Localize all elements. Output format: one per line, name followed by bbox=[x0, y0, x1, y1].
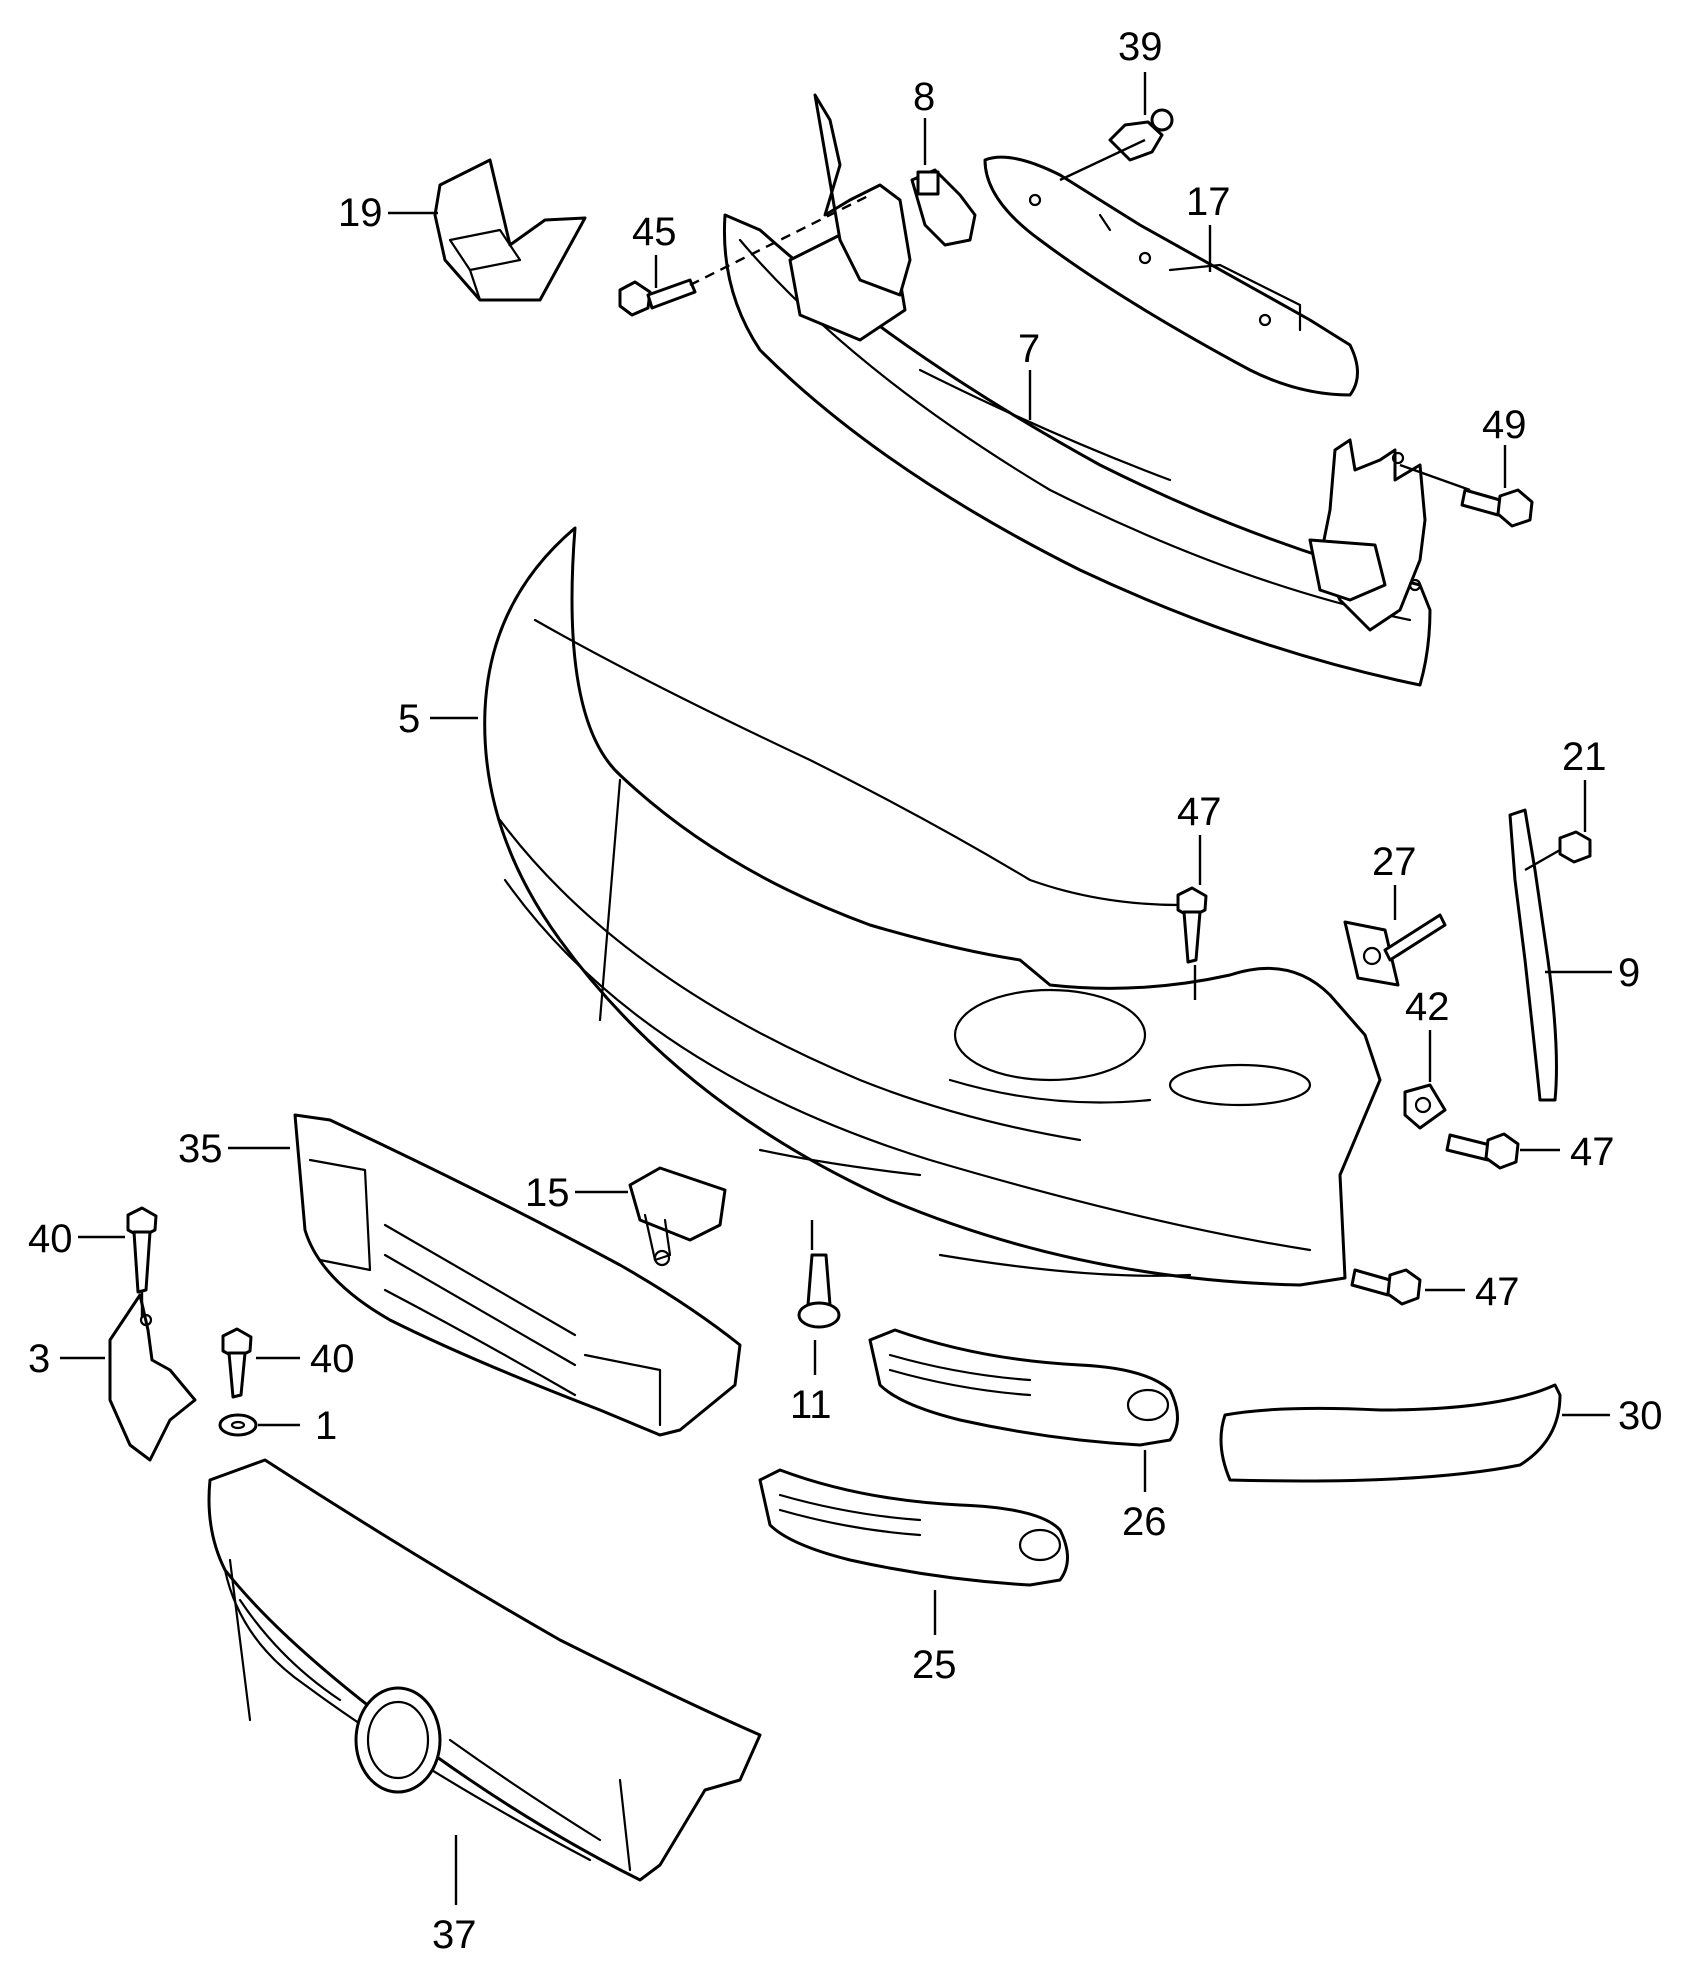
callout-35: 35 bbox=[178, 1127, 223, 1171]
part-47-bolt-upper bbox=[1176, 886, 1208, 964]
callout-19: 19 bbox=[338, 191, 383, 235]
callout-39: 39 bbox=[1118, 25, 1163, 69]
callout-47-right: 47 bbox=[1570, 1130, 1615, 1174]
part-9-guide-strip bbox=[1508, 808, 1558, 1102]
callout-5: 5 bbox=[398, 697, 420, 741]
part-47-bolt-right bbox=[1445, 1132, 1520, 1170]
part-27-stud-plate bbox=[1343, 913, 1447, 987]
part-35-lower-grille bbox=[293, 1113, 742, 1437]
callout-40-left: 40 bbox=[28, 1217, 73, 1261]
part-15-bracket bbox=[628, 1166, 727, 1267]
part-5-bumper-cover bbox=[483, 526, 1382, 1287]
callout-37: 37 bbox=[432, 1913, 477, 1957]
part-7-left-crash-box bbox=[788, 93, 912, 342]
callout-47-lower: 47 bbox=[1475, 1270, 1520, 1314]
part-1-washer bbox=[218, 1413, 258, 1437]
callout-8: 8 bbox=[913, 75, 935, 119]
callout-40-right: 40 bbox=[310, 1337, 355, 1381]
part-30-trim-strip bbox=[1219, 1383, 1562, 1483]
part-47-bolt-lower bbox=[1350, 1268, 1422, 1306]
part-26-fog-grille bbox=[868, 1328, 1179, 1447]
part-40-bolt-left bbox=[126, 1206, 158, 1294]
callout-1: 1 bbox=[315, 1404, 337, 1448]
part-40-bolt-right bbox=[221, 1327, 253, 1399]
callout-25: 25 bbox=[912, 1643, 957, 1687]
part-37-radiator-grille bbox=[207, 1458, 762, 1882]
part-3-bracket bbox=[108, 1293, 197, 1462]
callout-11: 11 bbox=[790, 1383, 832, 1427]
callout-15: 15 bbox=[525, 1171, 570, 1215]
part-42-clip bbox=[1403, 1083, 1447, 1130]
part-49-bolt bbox=[1460, 488, 1534, 528]
part-7-right-crash-box bbox=[1308, 438, 1427, 632]
part-19-bracket bbox=[433, 158, 587, 302]
part-21-nut bbox=[1558, 830, 1592, 864]
callout-45: 45 bbox=[632, 210, 677, 254]
part-11-bolt bbox=[797, 1253, 841, 1329]
part-17-energy-absorber bbox=[983, 155, 1359, 397]
callout-21: 21 bbox=[1562, 735, 1607, 779]
leader-lines bbox=[60, 72, 1612, 1905]
callout-9: 9 bbox=[1618, 951, 1640, 995]
callout-42: 42 bbox=[1405, 985, 1450, 1029]
part-25-fog-grille bbox=[758, 1468, 1069, 1587]
callout-3: 3 bbox=[28, 1337, 50, 1381]
callout-17: 17 bbox=[1186, 180, 1231, 224]
callout-47-upper: 47 bbox=[1177, 790, 1222, 834]
callout-27: 27 bbox=[1372, 840, 1417, 884]
callout-7: 7 bbox=[1018, 327, 1040, 371]
part-8-bracket bbox=[910, 168, 977, 247]
callout-49: 49 bbox=[1482, 403, 1527, 447]
callout-labels: 39 8 19 17 45 7 49 5 21 47 27 9 42 47 35… bbox=[28, 25, 1663, 1957]
callout-30: 30 bbox=[1618, 1394, 1663, 1438]
callout-26: 26 bbox=[1122, 1500, 1167, 1544]
part-45-bolt bbox=[618, 278, 697, 317]
